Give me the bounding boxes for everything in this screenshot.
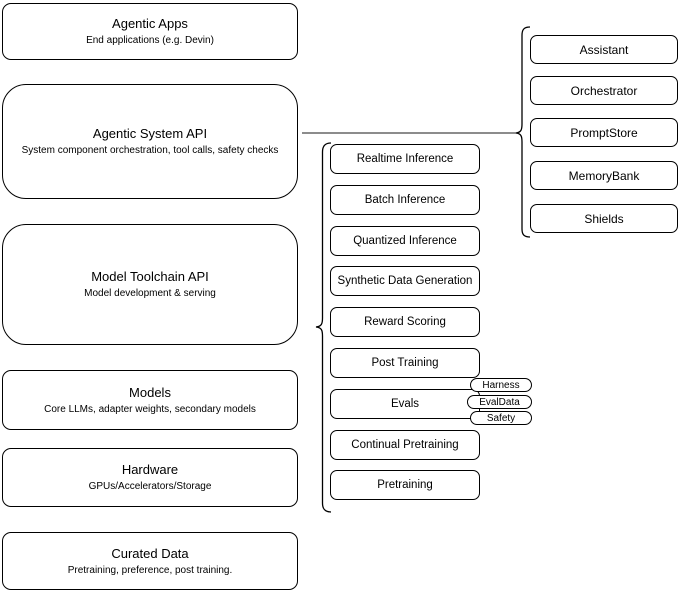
pill-label: EvalData — [479, 396, 520, 408]
box-shields: Shields — [530, 204, 678, 233]
box-subtitle: Pretraining, preference, post training. — [67, 564, 233, 576]
system-components-brace — [515, 26, 531, 238]
box-label: Continual Pretraining — [351, 439, 459, 451]
box-synthetic-data-generation: Synthetic Data Generation — [330, 266, 480, 296]
pill-evaldata: EvalData — [467, 395, 532, 409]
box-model-toolchain-api: Model Toolchain API Model development & … — [2, 224, 298, 345]
box-pretraining: Pretraining — [330, 470, 480, 500]
box-label: Orchestrator — [570, 83, 638, 98]
box-label: PromptStore — [570, 125, 638, 140]
box-curated-data: Curated Data Pretraining, preference, po… — [2, 532, 298, 590]
box-post-training: Post Training — [330, 348, 480, 378]
box-label: Pretraining — [377, 479, 433, 491]
box-label: MemoryBank — [568, 168, 640, 183]
pill-harness: Harness — [470, 378, 532, 392]
box-subtitle: End applications (e.g. Devin) — [86, 35, 214, 46]
box-title: Models — [129, 384, 171, 400]
toolchain-components-brace — [315, 142, 332, 513]
box-promptstore: PromptStore — [530, 118, 678, 147]
box-memorybank: MemoryBank — [530, 161, 678, 190]
box-title: Hardware — [121, 462, 179, 477]
box-agentic-apps: Agentic Apps End applications (e.g. Devi… — [2, 3, 298, 60]
box-title: Model Toolchain API — [91, 269, 209, 284]
box-reward-scoring: Reward Scoring — [330, 307, 480, 337]
box-realtime-inference: Realtime Inference — [330, 144, 480, 174]
box-subtitle: Core LLMs, adapter weights, secondary mo… — [44, 403, 256, 415]
box-label: Synthetic Data Generation — [337, 275, 473, 287]
pill-label: Harness — [482, 379, 520, 391]
box-label: Assistant — [579, 42, 629, 57]
pill-safety: Safety — [470, 411, 532, 425]
box-label: Batch Inference — [364, 194, 446, 206]
box-batch-inference: Batch Inference — [330, 185, 480, 215]
box-subtitle: Model development & serving — [84, 288, 216, 299]
box-subtitle: GPUs/Accelerators/Storage — [88, 481, 212, 492]
box-label: Evals — [390, 398, 420, 410]
box-quantized-inference: Quantized Inference — [330, 226, 480, 256]
box-hardware: Hardware GPUs/Accelerators/Storage — [2, 448, 298, 507]
box-title: Agentic Apps — [112, 16, 188, 31]
box-evals: Evals — [330, 389, 480, 419]
box-title: Curated Data — [111, 545, 189, 561]
box-title: Agentic System API — [92, 126, 208, 141]
box-continual-pretraining: Continual Pretraining — [330, 430, 480, 460]
box-label: Quantized Inference — [353, 235, 457, 247]
box-orchestrator: Orchestrator — [530, 76, 678, 105]
box-subtitle: System component orchestration, tool cal… — [21, 145, 279, 156]
pill-label: Safety — [486, 412, 516, 424]
box-label: Realtime Inference — [356, 153, 454, 165]
box-agentic-system-api: Agentic System API System component orch… — [2, 84, 298, 199]
box-label: Shields — [584, 211, 624, 226]
box-models: Models Core LLMs, adapter weights, secon… — [2, 370, 298, 430]
box-label: Reward Scoring — [364, 316, 446, 328]
box-assistant: Assistant — [530, 35, 678, 64]
box-label: Post Training — [371, 357, 439, 369]
